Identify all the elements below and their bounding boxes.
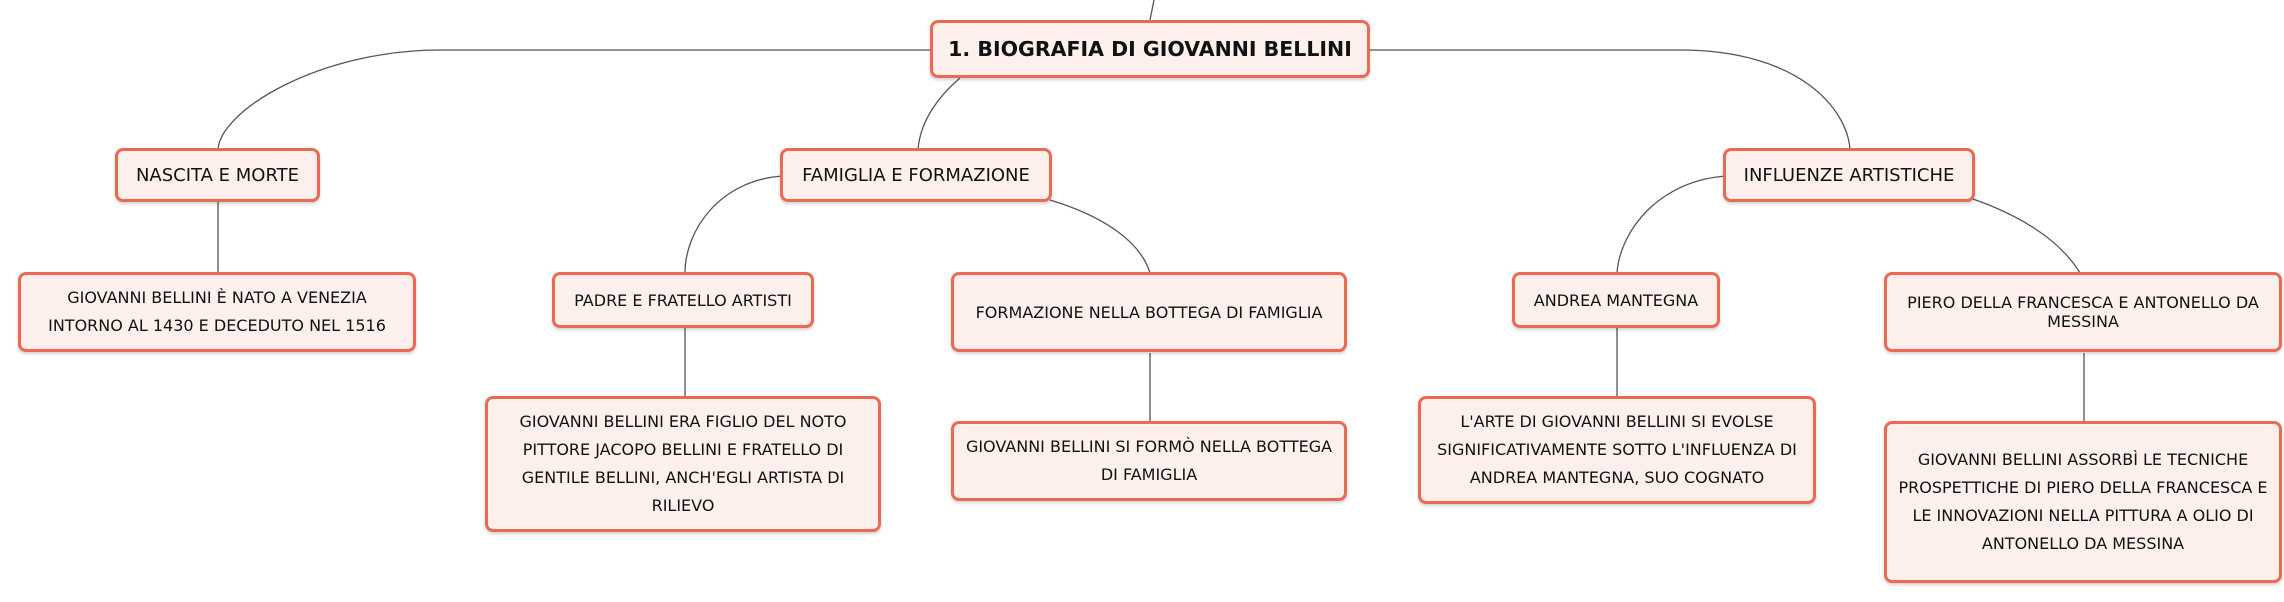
sub-node-formazione-bottega[interactable]: FORMAZIONE NELLA BOTTEGA DI FAMIGLIA [951,272,1347,352]
branch-node-famiglia-e-formazione[interactable]: FAMIGLIA E FORMAZIONE [780,148,1052,202]
detail-node-piero-antonello[interactable]: GIOVANNI BELLINI ASSORBÌ LE TECNICHE PRO… [1884,421,2282,583]
connector-root-famiglia [917,77,961,151]
connector-influenze-mantegna [1616,175,1728,274]
branch-label: NASCITA E MORTE [135,164,300,186]
detail-text: GIOVANNI BELLINI SI FORMÒ NELLA BOTTEGA … [965,437,1333,484]
sub-label: PIERO DELLA FRANCESCA E ANTONELLO DA MES… [1907,293,2259,331]
connector-famiglia-padre [684,175,784,274]
sub-node-andrea-mantegna[interactable]: ANDREA MANTEGNA [1512,272,1720,328]
branch-node-influenze-artistiche[interactable]: INFLUENZE ARTISTICHE [1723,148,1975,202]
detail-node-padre-e-fratello[interactable]: GIOVANNI BELLINI ERA FIGLIO DEL NOTO PIT… [485,396,881,532]
connector-top-stub [1149,0,1155,21]
branch-label: FAMIGLIA E FORMAZIONE [802,164,1030,186]
detail-text: GIOVANNI BELLINI È NATO A VENEZIA INTORN… [48,288,386,335]
detail-text: GIOVANNI BELLINI ASSORBÌ LE TECNICHE PRO… [1898,450,2268,553]
connector-influenze-piero [1969,197,2081,274]
sub-label: ANDREA MANTEGNA [1533,290,1699,310]
root-label: 1. BIOGRAFIA DI GIOVANNI BELLINI [948,37,1352,61]
sub-label: PADRE E FRATELLO ARTISTI [574,290,792,310]
detail-node-nascita[interactable]: GIOVANNI BELLINI È NATO A VENEZIA INTORN… [18,272,416,352]
detail-text: L'ARTE DI GIOVANNI BELLINI SI EVOLSE SIG… [1437,412,1797,487]
sub-node-padre-e-fratello[interactable]: PADRE E FRATELLO ARTISTI [552,272,814,328]
root-node[interactable]: 1. BIOGRAFIA DI GIOVANNI BELLINI [930,20,1370,78]
branch-node-nascita-e-morte[interactable]: NASCITA E MORTE [115,148,320,202]
branch-label: INFLUENZE ARTISTICHE [1743,164,1955,186]
connector-root-nascita [217,49,930,151]
connector-famiglia-formazione [1049,199,1151,274]
detail-node-formazione-bottega[interactable]: GIOVANNI BELLINI SI FORMÒ NELLA BOTTEGA … [951,421,1347,501]
detail-node-andrea-mantegna[interactable]: L'ARTE DI GIOVANNI BELLINI SI EVOLSE SIG… [1418,396,1816,504]
detail-text: GIOVANNI BELLINI ERA FIGLIO DEL NOTO PIT… [519,412,847,515]
connector-root-influenze [1370,49,1851,151]
sub-label: FORMAZIONE NELLA BOTTEGA DI FAMIGLIA [975,302,1323,322]
sub-node-piero-antonello[interactable]: PIERO DELLA FRANCESCA E ANTONELLO DA MES… [1884,272,2282,352]
